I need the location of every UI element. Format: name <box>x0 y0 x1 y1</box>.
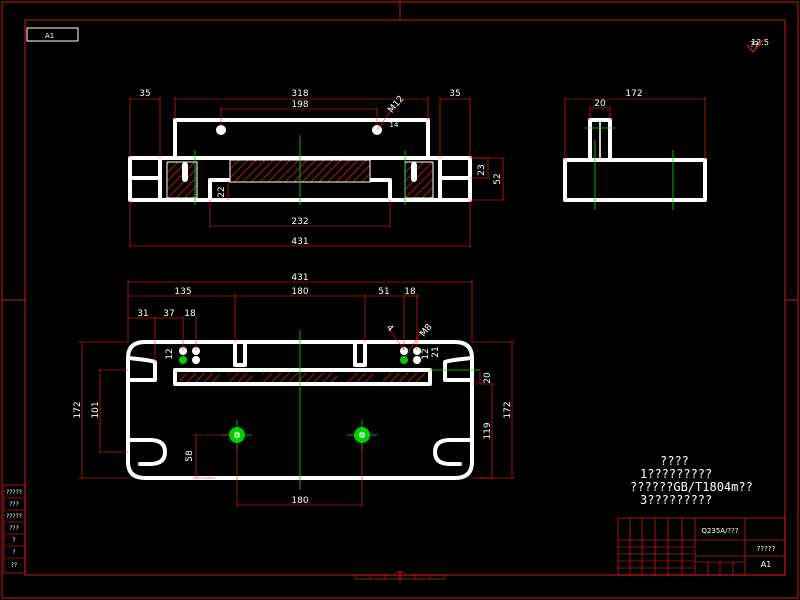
svg-text:??: ?? <box>750 40 759 49</box>
svg-text:37: 37 <box>163 309 174 319</box>
svg-text:M8: M8 <box>418 322 435 339</box>
svg-text:431: 431 <box>291 273 308 283</box>
front-view <box>128 118 472 205</box>
notes-line-1: 1????????? <box>640 467 712 481</box>
svg-text:18: 18 <box>404 287 416 297</box>
svg-text:23: 23 <box>477 164 487 175</box>
notes-heading: ???? <box>660 454 689 468</box>
svg-text:12: 12 <box>165 348 175 359</box>
side-view <box>563 118 707 210</box>
side-view-dimensions: 172 20 <box>564 89 706 160</box>
roughness-value: 12.5 <box>751 38 769 47</box>
notes-line-3: 3????????? <box>640 493 712 507</box>
svg-text:18: 18 <box>184 309 196 319</box>
strip-item: ?? <box>11 562 17 569</box>
front-view-dimensions: 35 318 198 M12 14 35 23 52 22 232 43 <box>129 89 505 248</box>
sheet-format: A1 <box>761 560 772 569</box>
svg-text:22: 22 <box>217 186 227 197</box>
strip-item: ????? <box>6 489 22 496</box>
strip-item: ??? <box>9 525 19 532</box>
svg-text:35: 35 <box>139 89 150 99</box>
svg-text:4: 4 <box>384 323 395 334</box>
technical-notes: ???? 1????????? ??????GB/T1804m?? 3?????… <box>630 454 753 507</box>
svg-text:20: 20 <box>483 372 493 384</box>
svg-text:135: 135 <box>174 287 191 297</box>
svg-text:431: 431 <box>291 237 308 247</box>
svg-text:119: 119 <box>483 422 493 439</box>
title-block: Q235A/??? ????? A1 <box>617 517 786 576</box>
svg-text:232: 232 <box>291 217 308 227</box>
strip-item: ????? <box>6 513 22 520</box>
svg-text:172: 172 <box>503 401 513 418</box>
notes-line-2: ??????GB/T1804m?? <box>630 480 753 494</box>
svg-text:21: 21 <box>431 346 441 357</box>
svg-text:31: 31 <box>137 309 148 319</box>
sheet-tag: A1 <box>45 32 54 40</box>
material-label: Q235A/??? <box>701 527 738 535</box>
svg-text:12: 12 <box>421 348 431 359</box>
strip-item: ??? <box>9 501 19 508</box>
strip-item: ? <box>12 537 15 544</box>
svg-text:172: 172 <box>625 89 642 99</box>
strip-item: ? <box>12 549 15 556</box>
svg-text:20: 20 <box>594 99 606 109</box>
svg-text:35: 35 <box>449 89 460 99</box>
roughness-symbol-icon <box>746 39 764 53</box>
svg-text:52: 52 <box>493 173 503 184</box>
svg-text:101: 101 <box>91 401 101 418</box>
part-name: ????? <box>757 545 776 553</box>
left-revision-strip: ????? ??? ????? ??? ? ? ?? <box>3 484 26 574</box>
svg-text:51: 51 <box>378 287 389 297</box>
svg-text:14: 14 <box>390 121 399 129</box>
svg-text:58: 58 <box>185 450 195 462</box>
svg-text:172: 172 <box>73 401 83 418</box>
svg-text:180: 180 <box>291 287 308 297</box>
svg-text:M12: M12 <box>386 94 406 115</box>
svg-text:198: 198 <box>291 100 308 110</box>
svg-text:318: 318 <box>291 89 308 99</box>
bottom-scale-ruler <box>354 571 446 582</box>
svg-text:180: 180 <box>291 496 308 506</box>
top-view-dimensions: 431 135 180 51 18 31 37 18 M8 4 12 12 21… <box>73 273 515 507</box>
sheet-tag-box <box>26 27 79 42</box>
top-view <box>126 330 480 490</box>
